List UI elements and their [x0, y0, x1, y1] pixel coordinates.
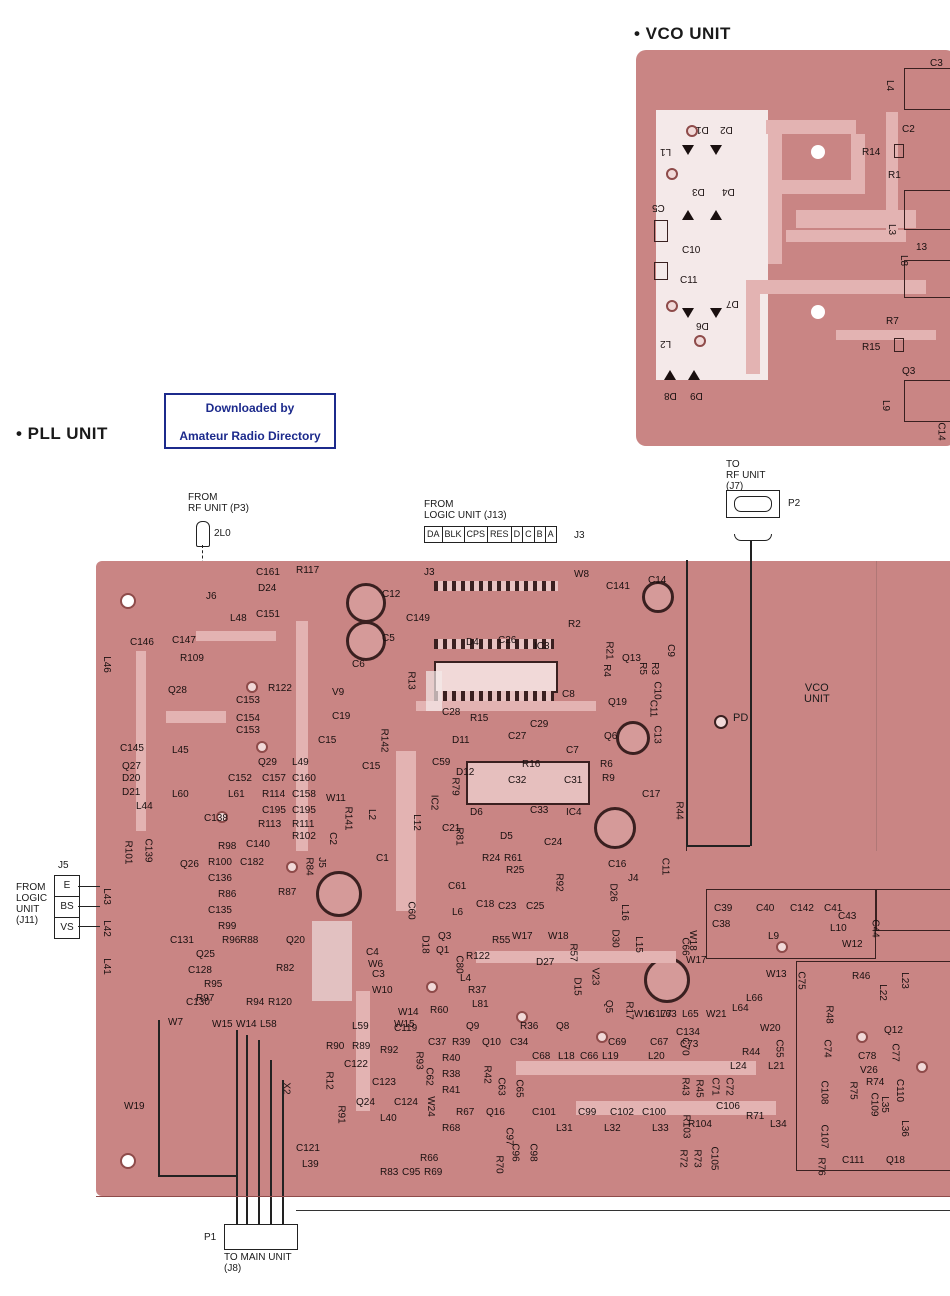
p2-label: P2 — [788, 498, 801, 509]
badge-line2: Amateur Radio Directory — [179, 429, 321, 443]
pin-b: B — [535, 527, 546, 542]
pin-e: E — [55, 876, 79, 897]
from-logic-left-line1: FROM — [16, 882, 46, 893]
pin-da: DA — [425, 527, 443, 542]
to-rf-line2: RF UNIT — [726, 470, 766, 481]
main-unit-connector-icon — [224, 1224, 298, 1250]
vco-board: C3 L4 D2 D1 L1 C2 R14 R1 D3 D4 C5 C10 L3… — [636, 50, 950, 446]
p1-label: P1 — [204, 1232, 217, 1243]
rf-output-connector-icon — [726, 490, 780, 518]
pin-d: D — [512, 527, 524, 542]
vco-unit-title: • VCO UNIT — [634, 24, 731, 43]
from-rf-line2: RF UNIT (P3) — [188, 503, 249, 514]
from-logic-left-line2: LOGIC — [16, 893, 48, 904]
pin-cps: CPS — [465, 527, 489, 542]
to-main-label: TO MAIN UNIT (J8) — [224, 1252, 292, 1274]
pin-blk: BLK — [443, 527, 465, 542]
from-logic-top-line2: LOGIC UNIT (J13) — [424, 510, 507, 521]
j5-label: J5 — [58, 860, 69, 871]
pin-res: RES — [488, 527, 512, 542]
pin-vs: VS — [60, 922, 74, 933]
vco-unit-center-label: VCO UNIT — [804, 683, 830, 705]
pin-bs: BS — [55, 897, 79, 918]
pin-c: C — [523, 527, 535, 542]
from-rf-label: FROM RF UNIT (P3) — [188, 492, 249, 514]
from-logic-left-line3: UNIT — [16, 904, 40, 915]
to-main-line2: (J8) — [224, 1263, 242, 1274]
to-rf-line3: (J7) — [726, 481, 744, 492]
from-logic-left-label: FROM LOGIC UNIT (J11) — [16, 882, 47, 926]
pll-unit-title: • PLL UNIT — [16, 424, 108, 443]
pd-label: PD — [733, 712, 749, 724]
to-main-line1: TO MAIN UNIT — [224, 1252, 292, 1263]
j5-pin-strip: E BS VS — [54, 875, 80, 939]
j3-label: J3 — [574, 530, 585, 541]
badge-line1: Downloaded by — [205, 401, 295, 415]
download-badge: Downloaded by Amateur Radio Directory — [164, 393, 336, 449]
rf-input-connector-icon — [196, 521, 210, 547]
rf-input-part-label: 2L0 — [214, 528, 231, 539]
unit-label: UNIT — [804, 693, 830, 705]
to-rf-line1: TO — [726, 459, 740, 470]
logic-pin-strip: DA BLK CPS RES D C B A — [424, 526, 557, 543]
from-logic-top-label: FROM LOGIC UNIT (J13) — [424, 499, 507, 521]
vco-unit-outline — [686, 561, 950, 851]
pll-board: VCO UNIT PD J3 W8 IC3 IC4 C33 — [96, 561, 950, 1196]
pin-a: A — [547, 529, 554, 539]
vco-label: VCO — [804, 682, 829, 694]
from-logic-top-line1: FROM — [424, 499, 454, 510]
from-rf-line1: FROM — [188, 492, 218, 503]
from-logic-left-line4: (J11) — [16, 915, 39, 926]
to-rf-label: TO RF UNIT (J7) — [726, 459, 765, 492]
